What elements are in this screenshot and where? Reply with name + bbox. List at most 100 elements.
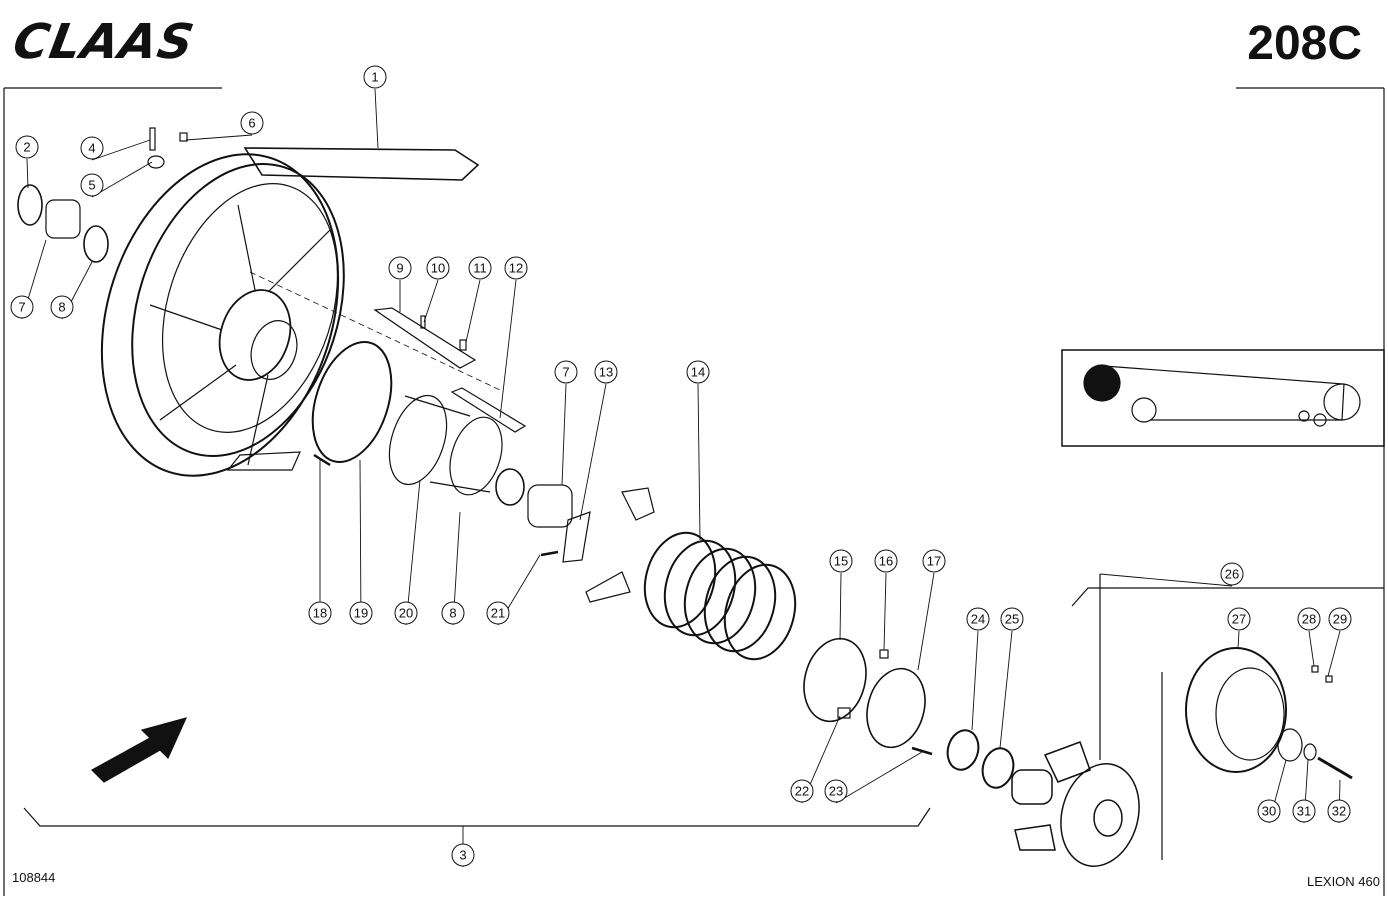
clutch-drum-inner [1215, 667, 1285, 761]
inset-roller-b [1298, 410, 1310, 422]
callout-bubble [240, 111, 264, 135]
callout-bubble [829, 549, 853, 573]
callout-bubble [966, 607, 990, 631]
bracket-group-3 [23, 807, 931, 827]
callout-leader [405, 479, 421, 626]
callout-number: 6 [248, 116, 255, 131]
callout-number: 29 [1333, 612, 1347, 627]
callout-bubble [394, 601, 418, 625]
direction-arrow-icon [91, 717, 188, 783]
callout-leader [91, 161, 153, 198]
callout-leader [423, 279, 439, 323]
callout-number: 26 [1225, 567, 1239, 582]
callout-leader [1099, 573, 1233, 587]
callout-bubble [80, 173, 104, 197]
callout-number: 17 [927, 554, 941, 569]
callout-number: 31 [1297, 804, 1311, 819]
clutch-drum [1185, 647, 1287, 773]
callout-bubble [824, 779, 848, 803]
callout-number: 18 [313, 606, 327, 621]
callout-leader [1308, 630, 1315, 667]
callout-bubble [686, 360, 710, 384]
callout-leader [839, 572, 842, 641]
callout-bubble [468, 256, 492, 280]
callout-number: 3 [459, 848, 466, 863]
strip [450, 387, 527, 433]
callout-bubble [594, 360, 618, 384]
callout-leader [185, 134, 253, 141]
callout-bubble [1292, 799, 1316, 823]
callout-leader [465, 279, 481, 343]
callout-bubble [1000, 607, 1024, 631]
shim-ring [946, 729, 980, 771]
callout-number: 20 [399, 606, 413, 621]
callout-number: 7 [18, 300, 25, 315]
callout-bubble [922, 549, 946, 573]
model-name: LEXION 460 [1307, 874, 1380, 889]
key [879, 649, 889, 659]
callout-bubble [441, 601, 465, 625]
callout-bubble [874, 549, 898, 573]
cap-screw [911, 746, 933, 756]
callout-bubble [1327, 799, 1351, 823]
callout-number: 22 [795, 784, 809, 799]
callout-number: 13 [599, 365, 613, 380]
callout-number: 16 [879, 554, 893, 569]
callout-bubble [388, 256, 412, 280]
bracket-group-26 [1071, 587, 1384, 607]
o-ring [83, 225, 109, 263]
roll-pin [313, 453, 331, 467]
idler-wheel [100, 153, 345, 477]
drawing-number: 108844 [12, 870, 56, 885]
callout-bubble [15, 135, 39, 159]
callout-leader [971, 630, 979, 731]
callout-bubble [1220, 562, 1244, 586]
callout-number: 2 [23, 140, 30, 155]
spring-cup [803, 637, 867, 723]
callout-leader [835, 751, 923, 804]
retaining-ring [311, 340, 393, 464]
callout-bubble [426, 256, 450, 280]
callout-number: 15 [834, 554, 848, 569]
callout-bubble [1227, 607, 1251, 631]
callout-number: 27 [1232, 612, 1246, 627]
callout-number: 28 [1302, 612, 1316, 627]
callout-leader [697, 383, 701, 541]
callout-leader [499, 279, 517, 419]
bushing [45, 199, 81, 239]
callout-number: 5 [88, 178, 95, 193]
callout-bubble [363, 65, 387, 89]
callout-leader [91, 139, 151, 161]
callout-leader [561, 383, 567, 486]
nut [837, 707, 851, 719]
callout-number: 19 [354, 606, 368, 621]
callout-number: 23 [829, 784, 843, 799]
callout-bubble [80, 136, 104, 160]
small-nut [1325, 675, 1333, 683]
callout-leader [883, 572, 887, 651]
callout-bubble [1328, 607, 1352, 631]
inset-highlighted-wheel [1083, 364, 1121, 402]
segment-half [562, 511, 591, 563]
callout-number: 32 [1332, 804, 1346, 819]
callout-leader [26, 158, 29, 189]
sleeve-front [388, 394, 448, 486]
callout-number: 7 [562, 365, 569, 380]
callout-bubble [349, 601, 373, 625]
seal-ring [17, 184, 43, 226]
callout-bubble [1257, 799, 1281, 823]
callout-leader [999, 630, 1013, 749]
callout-number: 30 [1262, 804, 1276, 819]
lock-washer [1303, 743, 1317, 761]
grease-nipple [179, 132, 188, 142]
bushing-2 [527, 484, 573, 528]
o-ring-2 [495, 468, 525, 506]
axis-line [249, 271, 501, 391]
callout-number: 8 [449, 606, 456, 621]
callout-bubble [554, 360, 578, 384]
inset-belt [1103, 365, 1345, 421]
callout-bubble [504, 256, 528, 280]
pin [149, 127, 156, 151]
